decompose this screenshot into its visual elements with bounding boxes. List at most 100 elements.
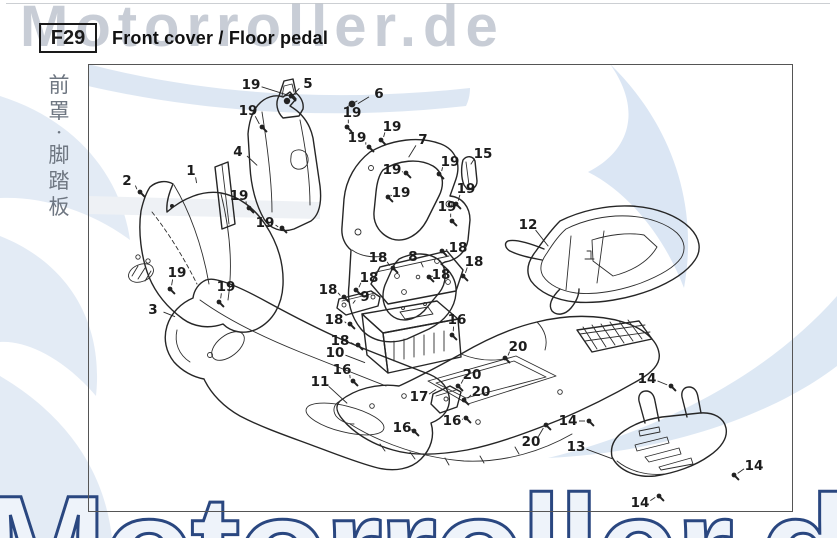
- part-inner-panel: [215, 84, 321, 231]
- part-label-14: 14: [631, 495, 650, 511]
- leader-line: [408, 145, 417, 158]
- part-label-18: 18: [465, 254, 484, 270]
- part-label-19: 19: [383, 162, 402, 178]
- leader-line: [383, 132, 386, 138]
- part-label-19: 19: [168, 265, 187, 281]
- part-mounting-plate: [371, 251, 463, 304]
- fastener-icon: [439, 248, 448, 257]
- part-label-9: 9: [360, 289, 369, 305]
- leader-line: [467, 394, 472, 399]
- side-label-char: 罩: [48, 99, 70, 123]
- fastener-icon: [668, 383, 677, 392]
- leader-line: [386, 261, 391, 267]
- part-label-19: 19: [348, 130, 367, 146]
- part-label-13: 13: [567, 439, 586, 455]
- fastener-icon: [426, 274, 435, 283]
- part-label-19: 19: [256, 215, 275, 231]
- fastener-icon: [137, 189, 146, 198]
- fastener-icon: [279, 225, 288, 234]
- fastener-icon: [461, 397, 470, 406]
- page-title: Front cover / Floor pedal: [112, 28, 329, 48]
- part-label-14: 14: [638, 371, 657, 387]
- fastener-icon: [449, 332, 458, 341]
- leader-line: [586, 448, 613, 460]
- side-label-char: 脚: [48, 143, 70, 167]
- part-label-18: 18: [369, 250, 388, 266]
- fastener-icon: [366, 144, 375, 153]
- part-label-19: 19: [457, 181, 476, 197]
- part-label-19: 19: [441, 154, 460, 170]
- fastener-icon: [355, 342, 364, 351]
- part-label-18: 18: [360, 270, 379, 286]
- fastener-icon: [502, 355, 511, 364]
- part-floor-panel: [506, 206, 700, 314]
- part-label-16: 16: [333, 362, 352, 378]
- leader-line: [171, 279, 174, 286]
- part-label-3: 3: [148, 302, 157, 318]
- part-label-2: 2: [122, 173, 131, 189]
- leader-line: [337, 292, 341, 296]
- part-label-19: 19: [343, 105, 362, 121]
- part-label-10: 10: [326, 345, 345, 361]
- fastener-icon: [341, 294, 350, 303]
- leader-line: [220, 293, 222, 299]
- fastener-icon: [344, 124, 353, 133]
- leader-line: [352, 300, 356, 304]
- part-label-15: 15: [474, 146, 493, 162]
- fastener-icon: [216, 299, 225, 308]
- leader-line: [535, 229, 549, 247]
- fastener-icon: [350, 378, 359, 387]
- leader-line: [465, 267, 468, 273]
- side-label-chinese: 前罩 • 脚踏板: [44, 72, 74, 220]
- part-label-18: 18: [432, 267, 451, 283]
- part-label-18: 18: [319, 282, 338, 298]
- side-label-char: 板: [48, 195, 70, 219]
- part-number-labels: 1234567891011121314141414151616161617181…: [122, 76, 763, 511]
- leader-line: [246, 155, 258, 166]
- side-label-char: •: [57, 127, 61, 139]
- leader-line: [460, 379, 464, 384]
- part-label-6: 6: [374, 86, 383, 102]
- part-clip-strip: [462, 157, 477, 190]
- part-battery-box: [362, 301, 461, 373]
- part-floor-board: [334, 316, 659, 465]
- part-front-cover: [126, 182, 283, 333]
- leader-line: [345, 354, 366, 364]
- part-leg-shield: [342, 140, 470, 342]
- leader-line: [163, 311, 176, 318]
- part-label-14: 14: [745, 458, 764, 474]
- fastener-icon: [259, 124, 268, 133]
- fastener-icon: [436, 171, 445, 180]
- leader-line: [461, 418, 464, 420]
- fastener-icon: [411, 428, 420, 437]
- fastener-icon: [353, 287, 362, 296]
- leader-line: [657, 380, 668, 386]
- side-label-char: 前: [48, 73, 70, 97]
- leader-line: [445, 248, 448, 251]
- watermark-bottom-text: Motorroller.de: [0, 462, 837, 538]
- fastener-icon: [385, 194, 394, 203]
- part-label-18: 18: [325, 312, 344, 328]
- leader-line: [328, 385, 348, 404]
- fastener-icon: [288, 93, 297, 102]
- fastener-icon: [167, 286, 176, 295]
- leader-line: [254, 116, 260, 125]
- leader-line: [507, 351, 511, 356]
- part-front-cover-lower: [165, 279, 449, 469]
- part-label-12: 12: [519, 217, 538, 233]
- leader-line: [195, 177, 198, 184]
- watermark-top-text: Motorroller.de: [20, 0, 505, 59]
- fastener-icon: [455, 383, 464, 392]
- fastener-icon: [453, 201, 462, 210]
- part-label-19: 19: [438, 199, 457, 215]
- part-label-16: 16: [443, 413, 462, 429]
- part-label-7: 7: [418, 132, 427, 148]
- part-label-17: 17: [410, 389, 429, 405]
- leader-line: [737, 468, 745, 474]
- leader-line: [457, 194, 461, 201]
- fastener-icon: [586, 418, 595, 427]
- part-floor-bracket: [431, 386, 461, 413]
- part-label-8: 8: [408, 249, 417, 265]
- side-label-char: 踏: [48, 169, 70, 193]
